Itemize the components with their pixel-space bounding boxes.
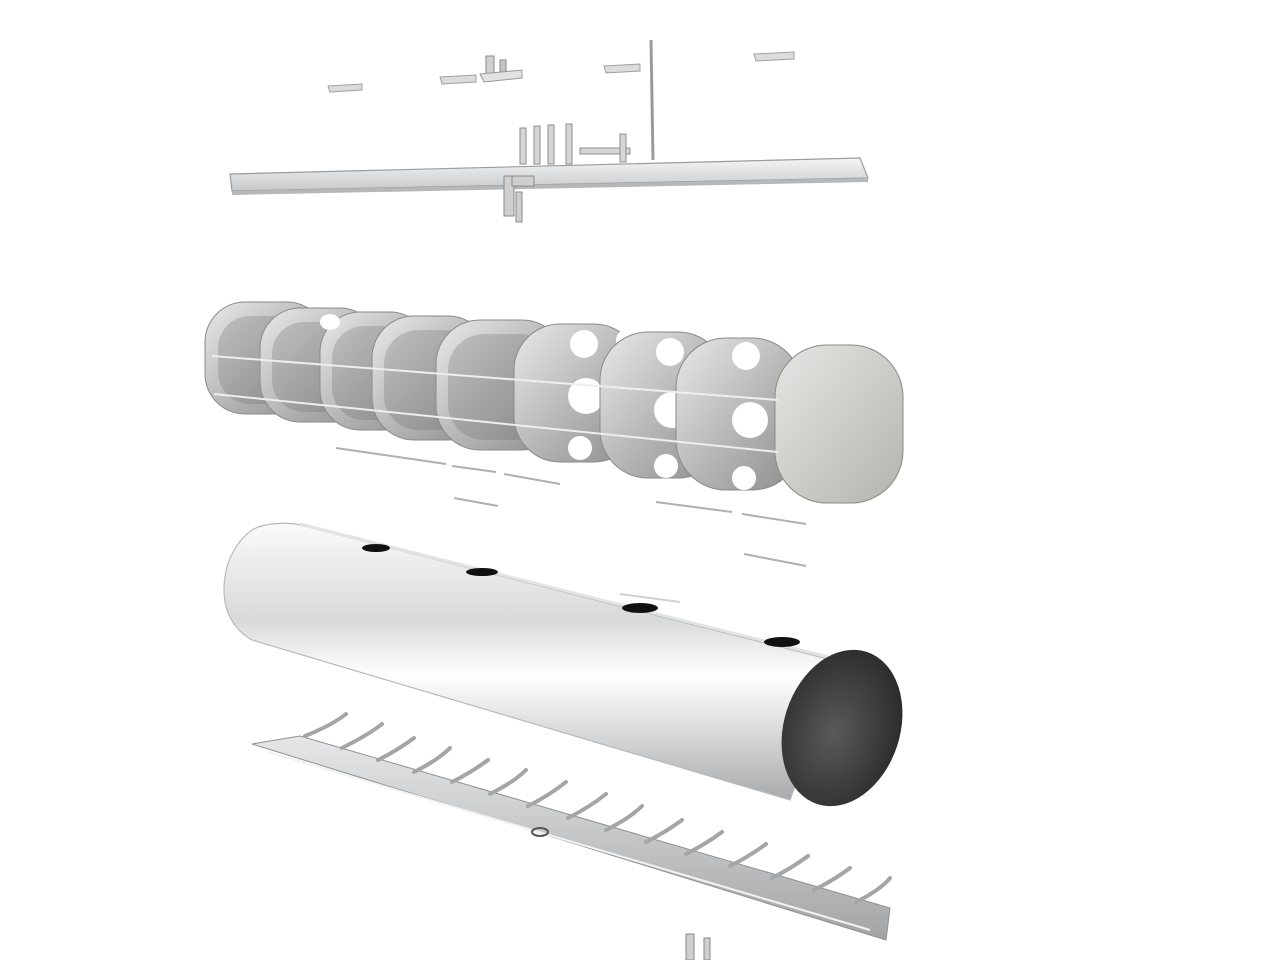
bottom-keel-rib-frame (251, 712, 892, 960)
vertical-tabs (519, 123, 631, 165)
hanging-bracket (503, 175, 535, 223)
stringers (335, 447, 807, 567)
fitting-1 (327, 83, 363, 93)
rib-fingers (303, 712, 892, 904)
top-deck-plate (229, 123, 869, 223)
keel-hole (531, 827, 549, 837)
end-cap-bulkhead (774, 344, 904, 504)
fuselage-skin-shell (223, 522, 903, 807)
fitting-2 (439, 74, 477, 85)
shell-open-end (781, 649, 903, 807)
fitting-4 (753, 51, 795, 62)
antenna-mast (649, 39, 655, 161)
fitting-3 (603, 63, 641, 74)
loose-fittings (327, 39, 795, 161)
bracket-clip (479, 55, 523, 83)
shell-fastener-holes (362, 544, 800, 647)
frame-spine-rods (211, 355, 779, 453)
frame-bulkheads (204, 301, 904, 504)
support-post (685, 933, 711, 960)
